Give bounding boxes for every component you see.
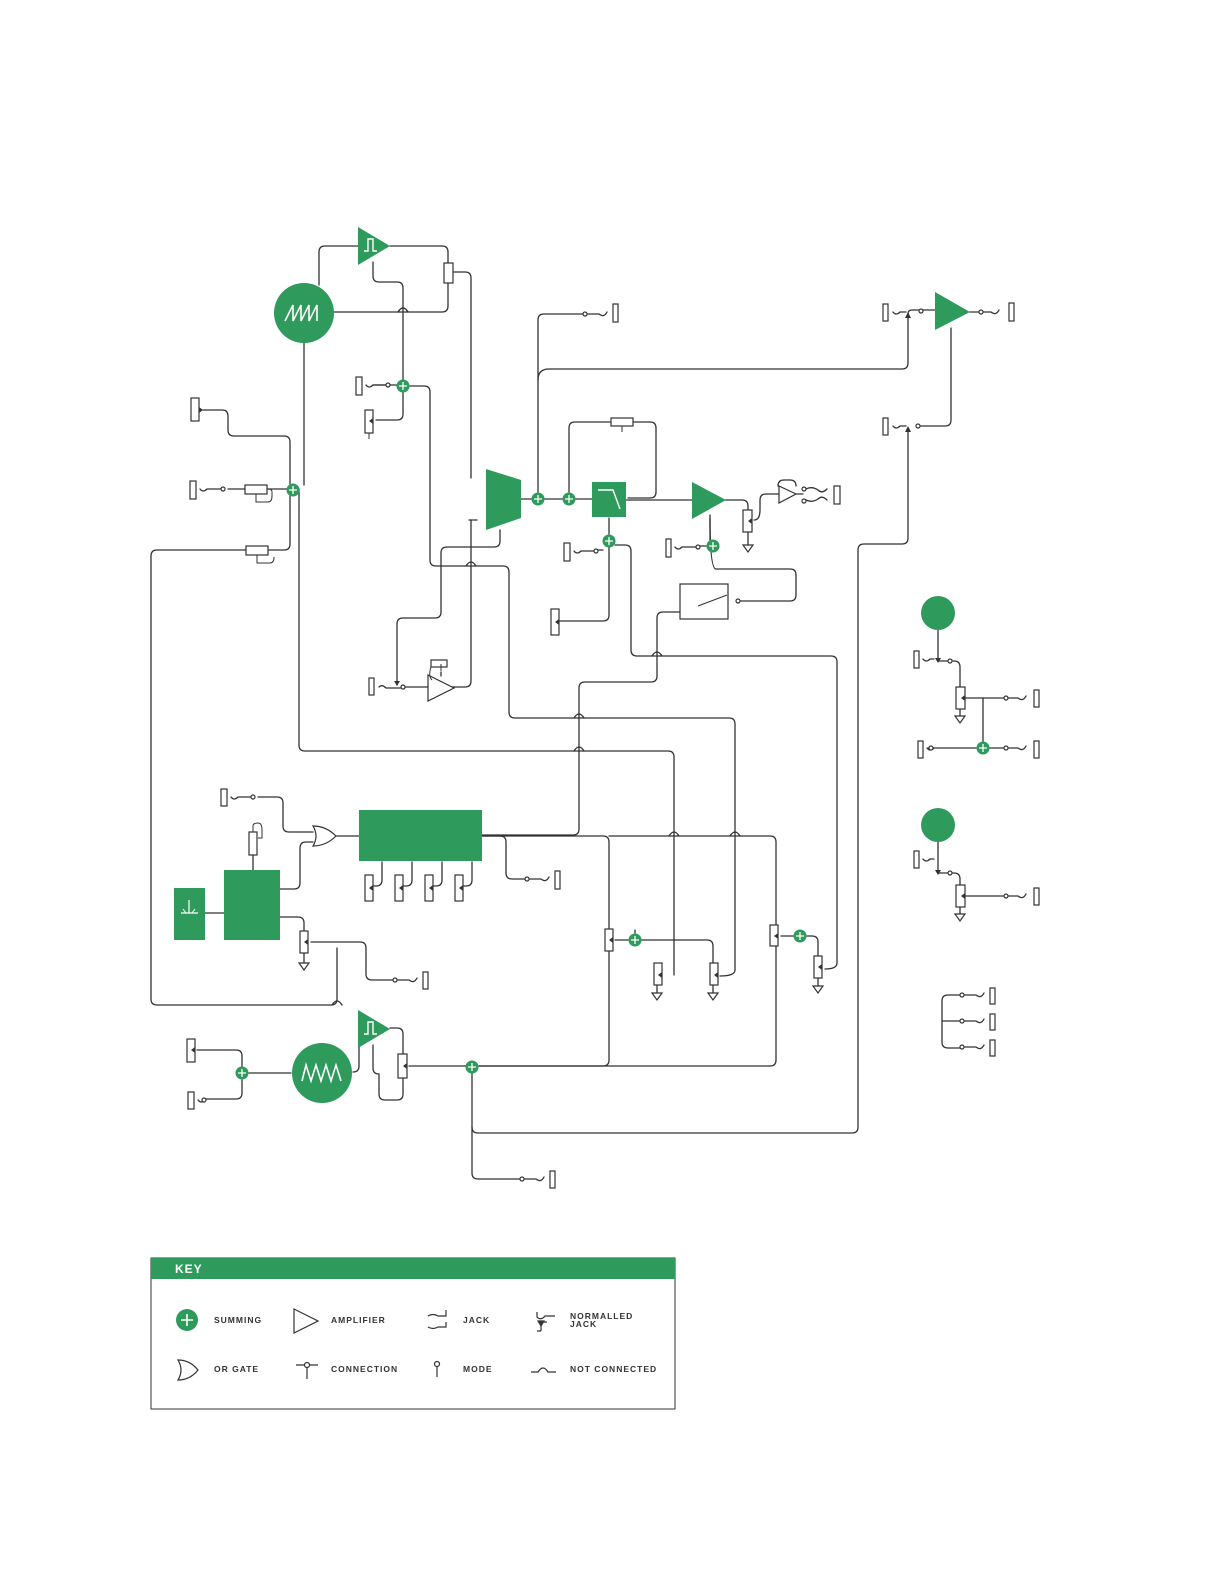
- legend-label-jack: JACK: [463, 1315, 490, 1325]
- jack-icon: [188, 1092, 206, 1109]
- jack-icon: [564, 543, 598, 561]
- legend: KEY SUMMING AMPLIFIER JACK NORMALLED JAC…: [151, 1258, 675, 1409]
- summing-icon: [707, 540, 720, 553]
- legend-label-amplifier: AMPLIFIER: [331, 1315, 386, 1325]
- wiper-arrows: [191, 312, 965, 1069]
- jack-icon: [666, 539, 700, 557]
- jack-icon: [221, 789, 255, 806]
- jack-icon: [1004, 888, 1039, 905]
- triangle-oscillator: [292, 1043, 352, 1103]
- summing-icon: [563, 493, 576, 506]
- jack-icon: [1004, 690, 1039, 707]
- jack-icon: [918, 741, 934, 758]
- jack-icon: [960, 988, 995, 1004]
- pulse-shaper-bottom: [358, 1010, 390, 1048]
- legend-label-not-connected: NOT CONNECTED: [570, 1364, 657, 1374]
- wires: [151, 246, 1004, 1179]
- pot: [245, 485, 272, 502]
- clock-block: [224, 870, 280, 940]
- summing-icon: [977, 742, 990, 755]
- envelope-source-b: [921, 808, 955, 842]
- jack-icon: [525, 871, 560, 889]
- jack-icon: [960, 1040, 995, 1056]
- legend-label-normalled-jack: JACK: [570, 1319, 597, 1329]
- lowpass-filter-block: [592, 482, 626, 517]
- jack-icon: [356, 377, 390, 395]
- summing-icon: [397, 380, 410, 393]
- jack-icon: [802, 486, 840, 504]
- pot: [365, 410, 373, 439]
- legend-title: KEY: [175, 1262, 203, 1276]
- legend-label-mode: MODE: [463, 1364, 493, 1374]
- jack-icon: [369, 678, 405, 695]
- legend-label-summing: SUMMING: [214, 1315, 262, 1325]
- summing-icon: [532, 493, 545, 506]
- summing-icon: [629, 934, 642, 947]
- sequencer-block: [359, 810, 482, 861]
- pulse-shaper-top: [358, 227, 390, 265]
- outline-amplifier-output: [779, 486, 796, 503]
- summing-icon: [794, 930, 807, 943]
- sawtooth-oscillator: [274, 283, 334, 343]
- jack-icon: [960, 1014, 995, 1030]
- legend-label-or-gate: OR GATE: [214, 1364, 259, 1374]
- pot: [611, 418, 633, 432]
- pot: [246, 546, 274, 563]
- jack-icon: [520, 1171, 555, 1188]
- vca-amplifier: [692, 482, 726, 519]
- mixer-trapezoid: [486, 469, 521, 530]
- legend-label-connection: CONNECTION: [331, 1364, 398, 1374]
- pot: [249, 823, 262, 855]
- jack-icon: [1004, 741, 1039, 758]
- push-button-block: [174, 888, 205, 940]
- jack-icon: [914, 851, 952, 875]
- summing-icon: [236, 1067, 249, 1080]
- summing-icon: [287, 484, 300, 497]
- ground-symbols: [299, 545, 965, 1000]
- mode-switch-box: [680, 584, 740, 619]
- jack-icon: [393, 972, 428, 989]
- jack-icon: [979, 303, 1014, 321]
- envelope-source-a: [921, 596, 955, 630]
- jack-icon: [883, 304, 923, 321]
- or-gate: [313, 826, 336, 846]
- jack-icon: [914, 651, 952, 668]
- summing-icon: [466, 1061, 479, 1074]
- summing-icon: [176, 1309, 198, 1331]
- output-amplifier: [935, 292, 970, 330]
- jack-icon: [883, 418, 920, 435]
- summing-icon: [603, 535, 616, 548]
- jack-icon: [583, 304, 618, 322]
- outline-amplifier-lower: [428, 660, 454, 701]
- pot: [444, 263, 453, 283]
- jack-icon: [190, 481, 225, 499]
